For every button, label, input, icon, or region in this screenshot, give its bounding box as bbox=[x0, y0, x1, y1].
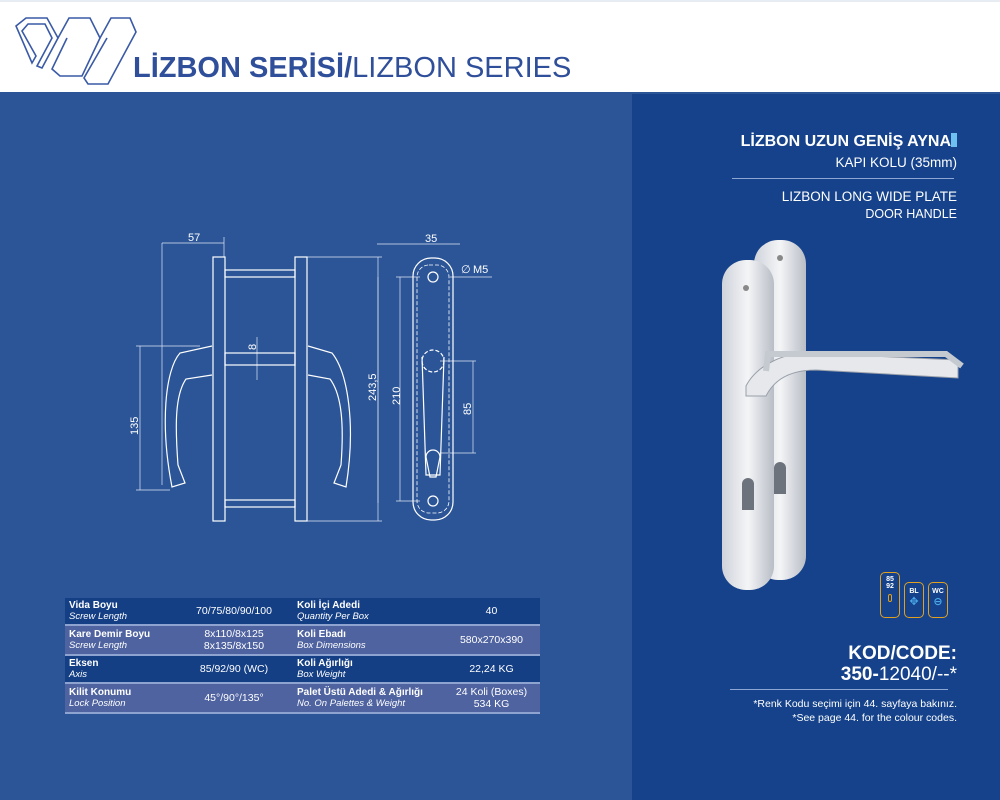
spec-value: 22,24 KG bbox=[443, 655, 540, 684]
product-name-en: LIZBON LONG WIDE PLATE bbox=[781, 189, 957, 204]
spec-label-en: Lock Position bbox=[69, 698, 126, 709]
spec-label-en: Screw Length bbox=[69, 640, 128, 651]
svg-text:210: 210 bbox=[391, 387, 403, 405]
spec-label: Kare Demir Boyu bbox=[69, 629, 151, 640]
svg-text:135: 135 bbox=[129, 417, 141, 435]
brand-logo-icon bbox=[15, 17, 137, 85]
note-en: *See page 44. for the colour codes. bbox=[792, 712, 957, 724]
divider bbox=[732, 178, 954, 179]
spec-label-en: Box Weight bbox=[297, 669, 346, 680]
product-panel bbox=[632, 94, 1000, 800]
technical-drawing: 57 35 ∅ M5 8 135 243,5 210 85 bbox=[129, 232, 492, 522]
code-label: KOD/CODE: bbox=[848, 643, 957, 664]
svg-text:M5: M5 bbox=[473, 264, 488, 276]
spec-label: Koli Ağırlığı bbox=[297, 658, 353, 669]
page-header: LİZBON SERİSİ/LIZBON SERIES bbox=[0, 0, 1000, 94]
spec-label: Koli İçi Adedi bbox=[297, 600, 360, 611]
spec-value: 8x110/8x125 8x135/8x150 bbox=[175, 625, 293, 656]
spec-value: 45°/90°/135° bbox=[175, 683, 293, 714]
badge-85-92: 85 92 bbox=[880, 572, 900, 618]
svg-text:85: 85 bbox=[462, 403, 474, 415]
spec-label: Eksen bbox=[69, 658, 99, 669]
front-plate bbox=[412, 257, 454, 521]
svg-text:35: 35 bbox=[425, 233, 437, 245]
spec-label: Vida Boyu bbox=[69, 600, 118, 611]
spec-value: 24 Koli (Boxes) 534 KG bbox=[443, 683, 540, 714]
lock-type-badges: 85 92 BL✥ WC⊖ bbox=[880, 572, 948, 618]
svg-text:243,5: 243,5 bbox=[367, 373, 379, 401]
spec-label: Kilit Konumu bbox=[69, 687, 132, 698]
product-subtitle-en: DOOR HANDLE bbox=[865, 207, 957, 221]
spec-value: 40 bbox=[443, 598, 540, 626]
badge-bl: BL✥ bbox=[904, 582, 924, 618]
spec-label-en: Box Dimensions bbox=[297, 640, 366, 651]
keyhole-icon bbox=[888, 594, 892, 602]
page-title: LİZBON SERİSİ/LIZBON SERIES bbox=[133, 52, 572, 84]
spec-label-en: Quantity Per Box bbox=[297, 611, 369, 622]
product-name-tr: LİZBON UZUN GENİŞ AYNA bbox=[741, 133, 957, 151]
spec-label: Koli Ebadı bbox=[297, 629, 346, 640]
product-subtitle-tr: KAPI KOLU (35mm) bbox=[835, 155, 957, 170]
divider bbox=[730, 689, 948, 690]
spec-label-en: No. On Palettes & Weight bbox=[297, 698, 406, 709]
side-view bbox=[164, 256, 351, 522]
spec-label: Palet Üstü Adedi & Ağırlığı bbox=[297, 687, 423, 698]
spec-value: 580x270x390 bbox=[443, 625, 540, 656]
spec-label-en: Screw Length bbox=[69, 611, 128, 622]
spec-value: 85/92/90 (WC) bbox=[175, 655, 293, 684]
wc-lock-icon: ⊖ bbox=[933, 596, 943, 608]
spec-value: 70/75/80/90/100 bbox=[175, 598, 293, 626]
svg-text:∅: ∅ bbox=[461, 264, 471, 276]
note-tr: *Renk Kodu seçimi için 44. sayfaya bakın… bbox=[753, 698, 957, 710]
svg-text:8: 8 bbox=[247, 344, 259, 350]
spec-label-en: Axis bbox=[69, 669, 87, 680]
svg-text:57: 57 bbox=[188, 232, 200, 244]
badge-wc: WC⊖ bbox=[928, 582, 948, 618]
product-code: 350-12040/--* bbox=[840, 664, 957, 685]
product-photo bbox=[722, 240, 964, 590]
bathroom-lock-icon: ✥ bbox=[909, 596, 919, 608]
